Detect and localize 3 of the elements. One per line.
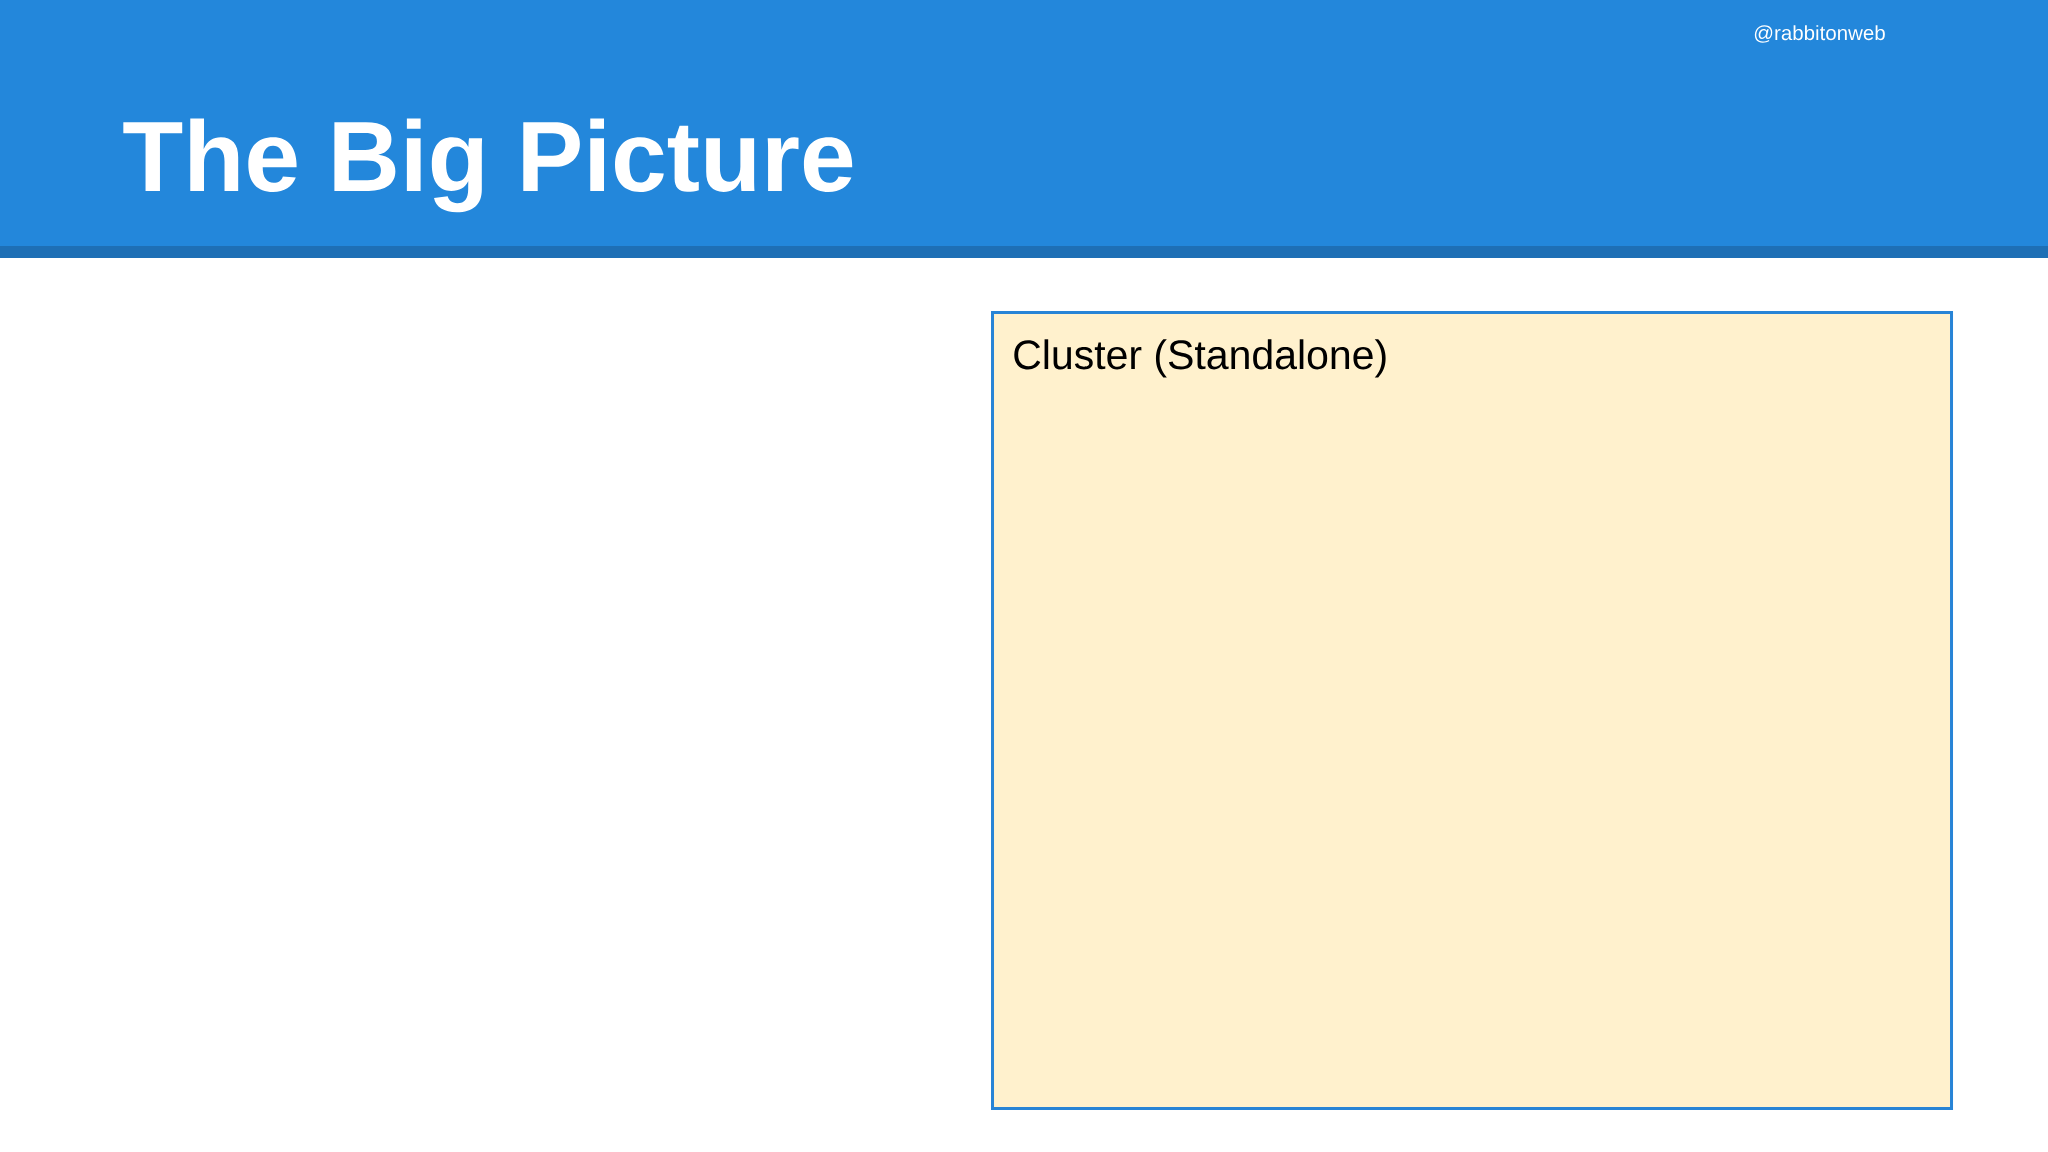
cluster-box: Cluster (Standalone) bbox=[991, 311, 1953, 1110]
slide-title: The Big Picture bbox=[123, 118, 853, 213]
contact-text: @rabbitonweb bbox=[1754, 25, 1885, 43]
